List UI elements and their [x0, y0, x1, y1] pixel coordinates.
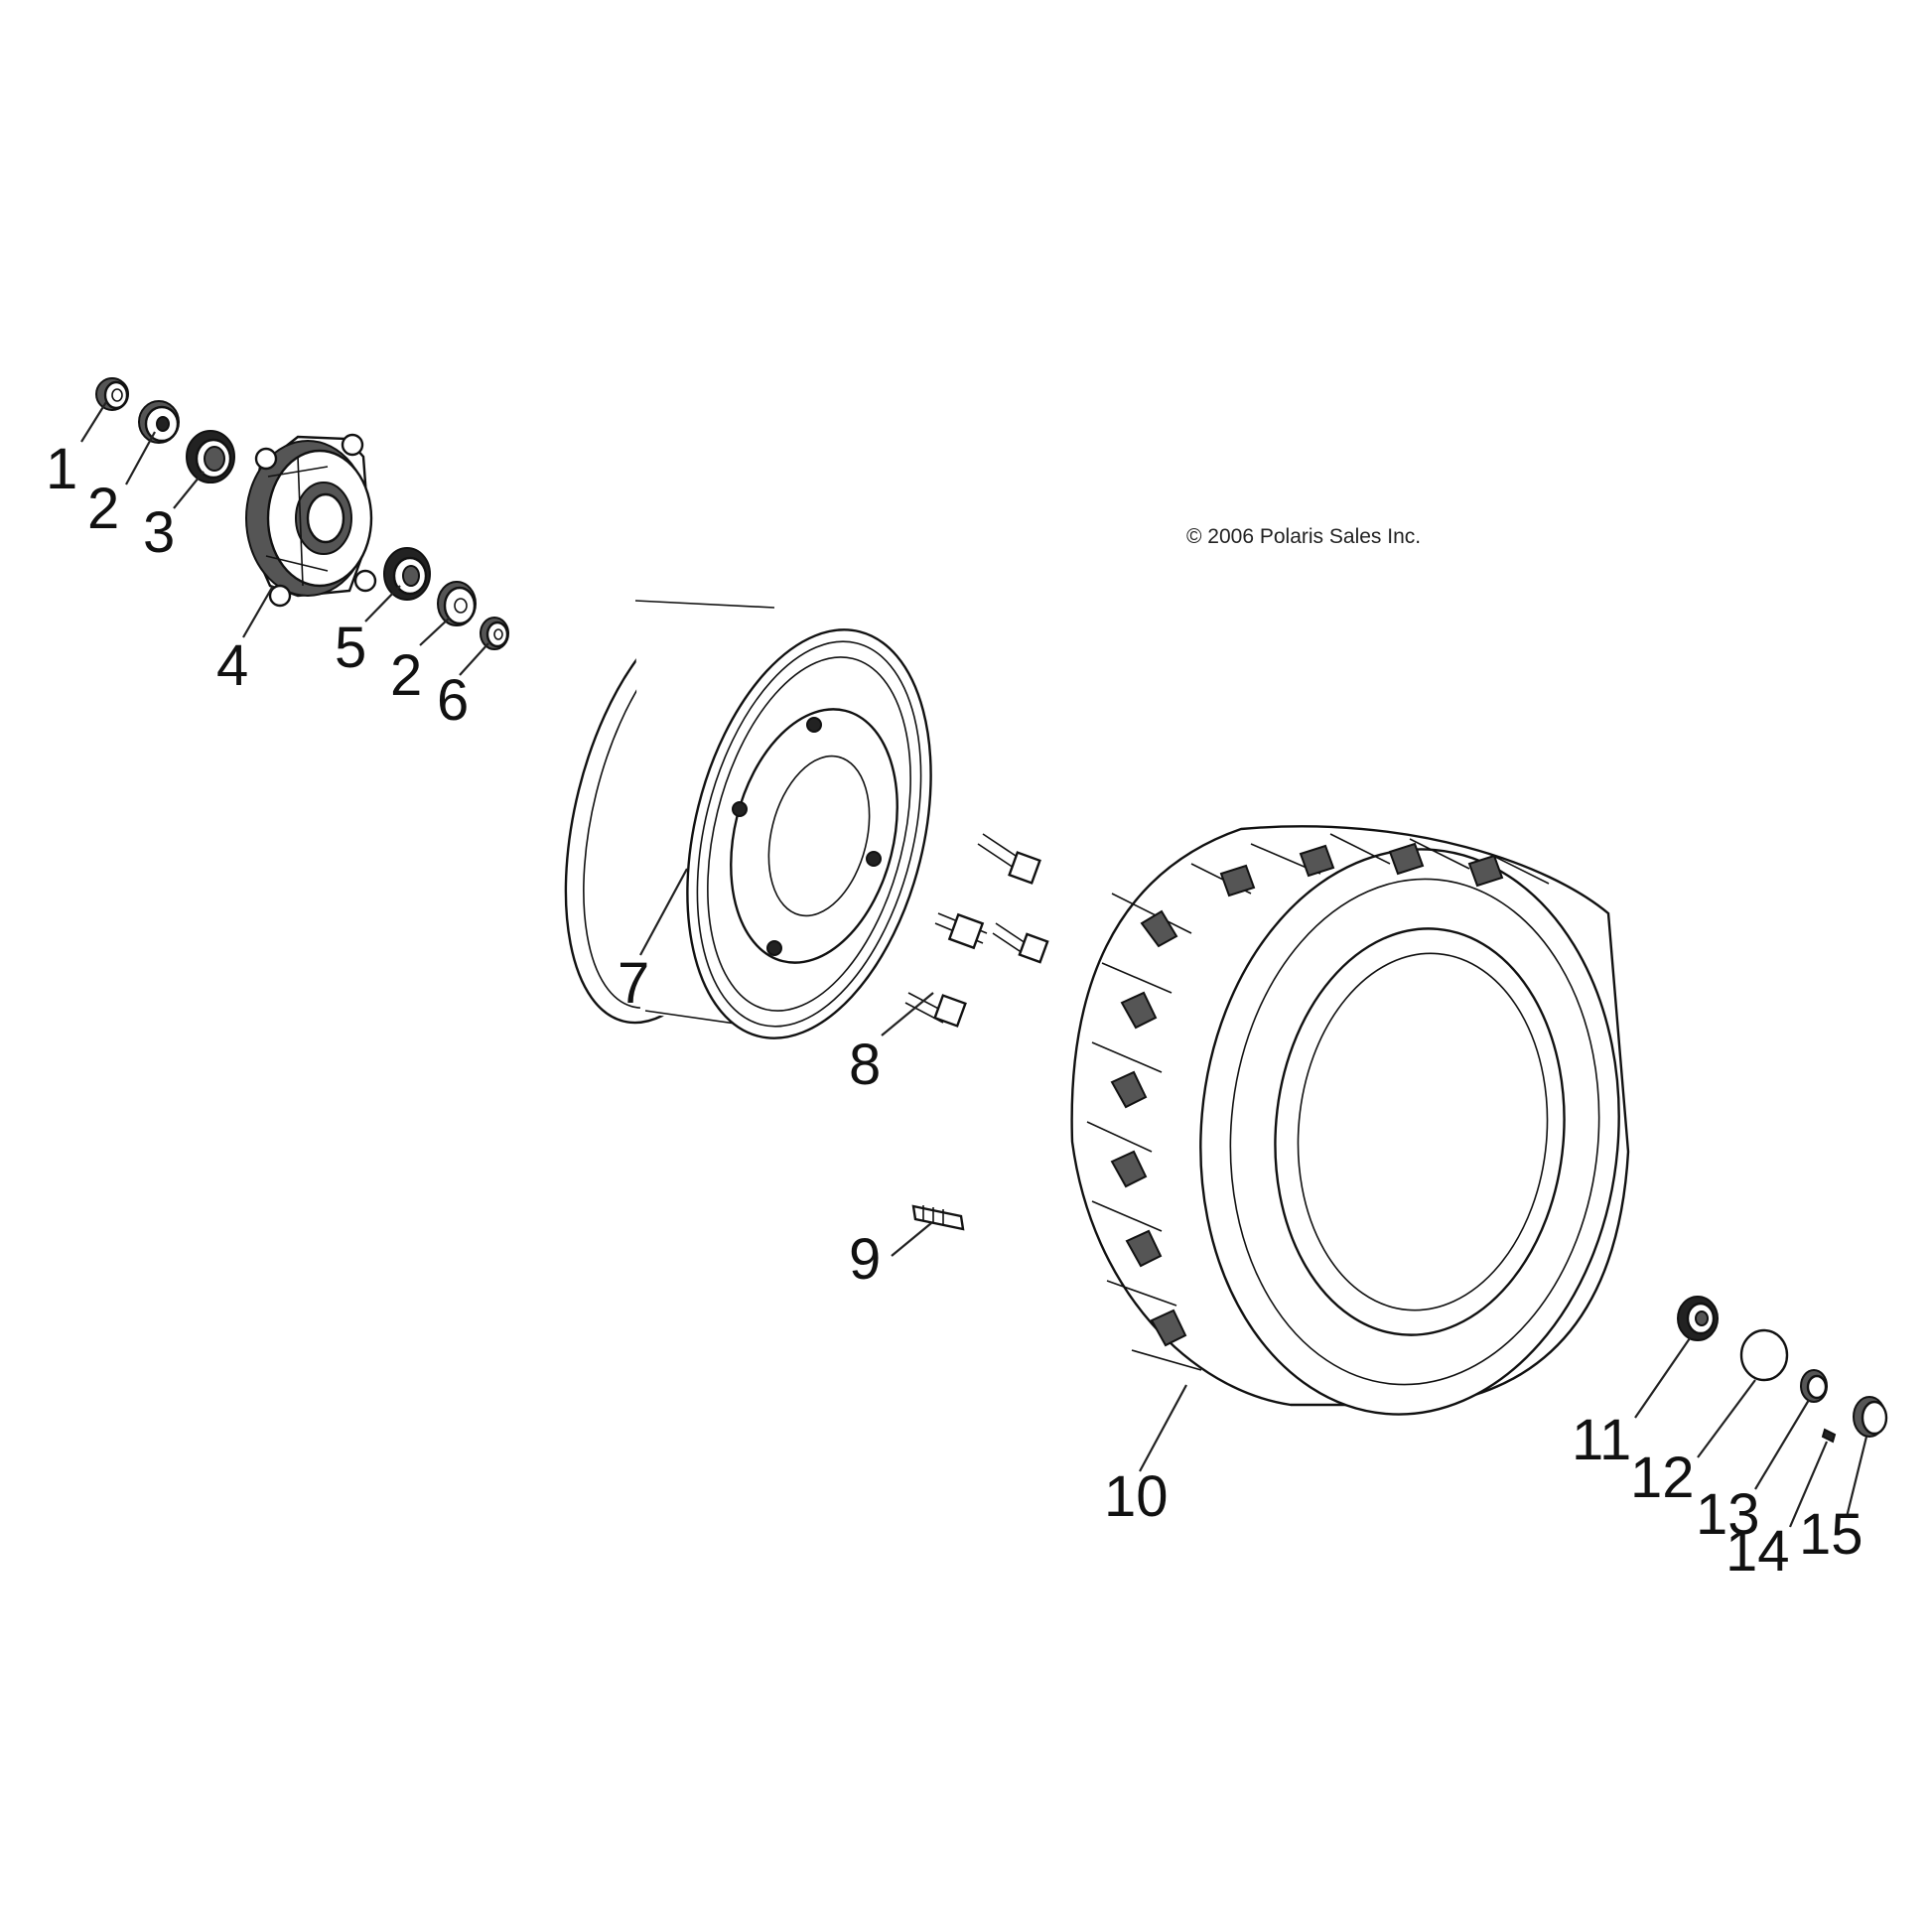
callout-4: 4	[216, 633, 248, 698]
callout-8: 8	[849, 1033, 881, 1097]
callout-labels: 1 2 3 4 5 2 6 7 8 9 10 11 12 13 14 15	[46, 437, 1863, 1584]
callout-3: 3	[143, 500, 175, 565]
part-2-washer-lower	[437, 581, 477, 626]
part-6-nut	[480, 617, 509, 650]
part-12-cap	[1739, 1328, 1789, 1382]
callout-14: 14	[1725, 1519, 1790, 1584]
part-1-nut	[95, 377, 129, 411]
part-7-wheel-rim	[564, 600, 932, 1039]
part-5-bearing	[383, 547, 431, 601]
part-13-castle-nut	[1800, 1369, 1828, 1403]
leader-lines	[80, 401, 1868, 1528]
callout-1: 1	[46, 437, 77, 501]
copyright-text: © 2006 Polaris Sales Inc.	[1186, 525, 1421, 548]
part-15-dust-cap	[1853, 1396, 1888, 1438]
callout-6: 6	[437, 668, 469, 733]
part-8-lug-bolts	[904, 833, 1049, 1028]
part-14-cotter-pin	[1821, 1428, 1837, 1444]
part-9-valve-stem	[911, 1204, 965, 1231]
part-10-tire	[1070, 825, 1630, 1416]
callout-15: 15	[1799, 1502, 1863, 1567]
part-11-nut	[1677, 1296, 1719, 1341]
callout-9: 9	[849, 1227, 881, 1292]
callout-11: 11	[1572, 1408, 1631, 1472]
callout-12: 12	[1630, 1446, 1695, 1510]
callout-7: 7	[618, 951, 649, 1016]
part-3-bearing	[186, 430, 235, 483]
callout-13: 13	[1696, 1482, 1760, 1547]
part-4-hub	[245, 433, 377, 608]
callout-2-upper: 2	[87, 477, 119, 541]
callout-5: 5	[335, 616, 366, 680]
callout-10: 10	[1104, 1464, 1169, 1529]
part-2-washer-upper	[138, 400, 180, 444]
callout-2-lower: 2	[390, 643, 422, 708]
